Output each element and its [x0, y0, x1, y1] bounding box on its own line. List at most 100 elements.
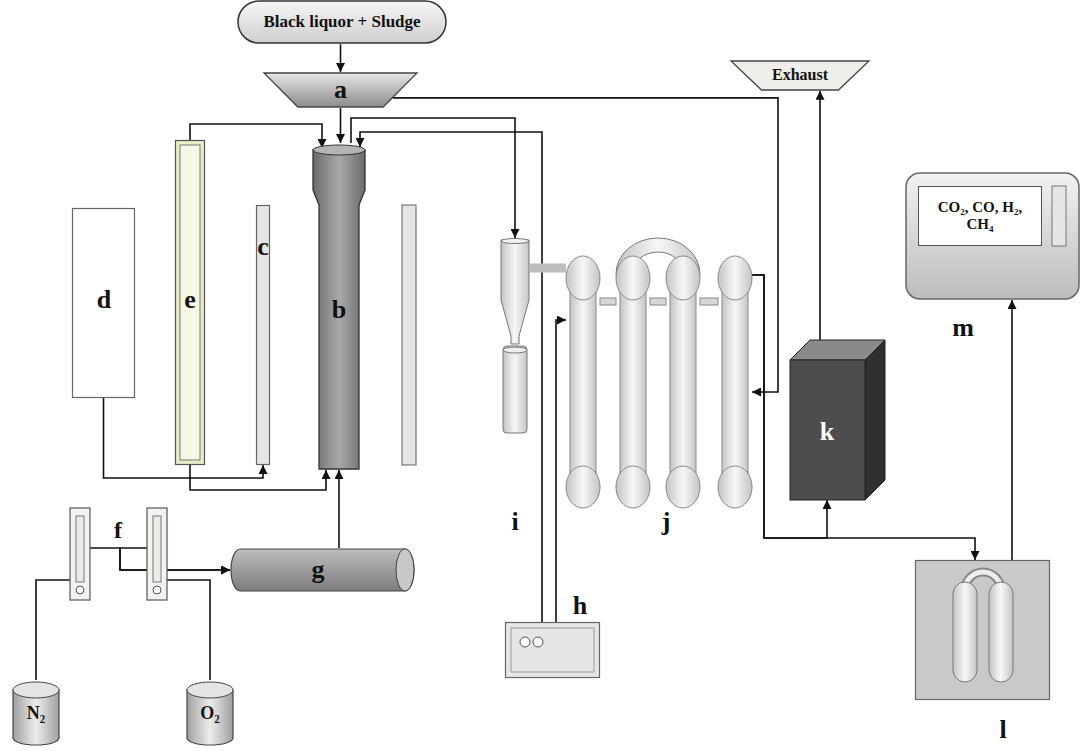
- flow-arrow: [120, 548, 230, 680]
- component-letter: l: [999, 715, 1006, 745]
- node-text: O₂: [200, 703, 219, 724]
- gas-preheater: g: [230, 548, 415, 592]
- node-text: Exhaust: [772, 66, 828, 84]
- condenser-bulb: [666, 256, 700, 300]
- flowmeter-float: [153, 586, 161, 594]
- condenser-bulb: [666, 466, 700, 508]
- condenser-tube: [670, 278, 696, 487]
- cyclone: i: [500, 238, 530, 435]
- condenser-link: [700, 298, 718, 305]
- gas-meter: k: [790, 340, 885, 500]
- cyclone-body: [501, 240, 529, 344]
- controller: h: [505, 622, 600, 678]
- power-supply: d: [72, 208, 135, 398]
- flowmeter-tube: [76, 516, 84, 582]
- cylinder-end: [396, 549, 414, 591]
- box-side: [865, 340, 885, 500]
- box-outline: [73, 209, 135, 398]
- component-label: f: [114, 517, 122, 543]
- component-letter: j: [662, 507, 671, 537]
- sampler-tube: [953, 582, 977, 682]
- condenser-link: [600, 298, 616, 305]
- reactor-body: [313, 150, 365, 469]
- gas-cylinder: N₂: [12, 680, 60, 746]
- flow-arrow: [556, 320, 566, 622]
- frame-inner: [180, 145, 200, 460]
- component-letter: i: [511, 507, 518, 537]
- controller-knob: [520, 637, 530, 647]
- heater-bar: [402, 205, 416, 465]
- screen-outline: [919, 187, 1042, 246]
- node-text: N₂: [27, 703, 45, 724]
- gas-analyzer: mCO₂, CO, H₂, CH₄: [905, 172, 1080, 300]
- component-letter: k: [820, 417, 834, 447]
- condenser-bulb: [616, 466, 650, 508]
- analyzer-screen: CO₂, CO, H₂, CH₄: [918, 186, 1042, 246]
- sampler-case: [916, 561, 1050, 700]
- exhaust-outlet: Exhaust: [730, 60, 870, 91]
- trapezoid-outline: [731, 61, 869, 90]
- frame-outline: [176, 141, 205, 465]
- controller-knob: [533, 637, 543, 647]
- condenser-bulb: [718, 256, 752, 300]
- feed-hopper: a: [263, 72, 418, 108]
- condenser-tube: [722, 278, 748, 487]
- cyclone-top: [501, 239, 529, 244]
- condenser-tube: [620, 278, 646, 487]
- controller-case: [506, 623, 600, 678]
- component-letter: h: [573, 591, 587, 621]
- box-outline: [257, 206, 270, 465]
- condenser-bulb: [566, 256, 600, 300]
- component-letter: b: [332, 295, 346, 325]
- pill-outline: [238, 1, 446, 43]
- condenser-bulb: [718, 466, 752, 508]
- controller-panel: [511, 628, 594, 672]
- node-text: a: [334, 75, 347, 105]
- component-letter: c: [257, 232, 269, 262]
- cylinder-top: [187, 682, 233, 698]
- gas-cylinder: O₂: [186, 680, 234, 746]
- condenser-tube: [570, 278, 596, 487]
- condenser-link: [650, 298, 666, 305]
- flow-arrow: [190, 124, 322, 148]
- node-shape: [500, 238, 530, 435]
- monitor-slot: [1052, 186, 1066, 246]
- flow-arrow: [338, 470, 340, 548]
- flowmeter-float: [76, 586, 84, 594]
- flow-arrow: [752, 275, 975, 560]
- feed-inlet: Black liquor + Sludge: [237, 0, 447, 44]
- flowmeter: [70, 508, 90, 600]
- flowmeter: [147, 508, 167, 600]
- component-letter: m: [952, 313, 974, 343]
- component-letter: e: [184, 285, 196, 315]
- flow-arrow: [819, 91, 821, 340]
- node-shape: [566, 230, 752, 510]
- reactor-top: [313, 145, 365, 155]
- monitor-case: [906, 173, 1079, 299]
- flow-arrow: [1011, 300, 1013, 560]
- node-shape: [790, 340, 885, 500]
- connecting-pipe: [530, 264, 566, 273]
- gasifier-reactor: b: [312, 143, 366, 470]
- component-letter: g: [312, 555, 325, 585]
- sampling-unit: l: [915, 560, 1050, 700]
- flow-arrow: [351, 118, 515, 238]
- node-shape: [505, 622, 600, 678]
- heating-element: e: [175, 140, 205, 465]
- dust-pot-top: [503, 347, 527, 353]
- node-text: CO₂, CO, H₂, CH₄: [924, 199, 1036, 234]
- flow-arrow: [340, 108, 342, 143]
- flowmeter-body: [147, 508, 167, 600]
- node-text: Black liquor + Sludge: [263, 12, 420, 32]
- flowmeter-body: [70, 508, 90, 600]
- heater-bar: c: [256, 205, 270, 465]
- node-shape: [915, 560, 1050, 700]
- cylinder-body: [231, 549, 414, 591]
- flow-arrow: [340, 44, 342, 72]
- condenser-bulb: [616, 256, 650, 300]
- dust-pot: [503, 346, 527, 433]
- box-front: [790, 360, 865, 500]
- flowmeter-tube: [153, 516, 161, 582]
- condenser-train: j: [566, 230, 752, 510]
